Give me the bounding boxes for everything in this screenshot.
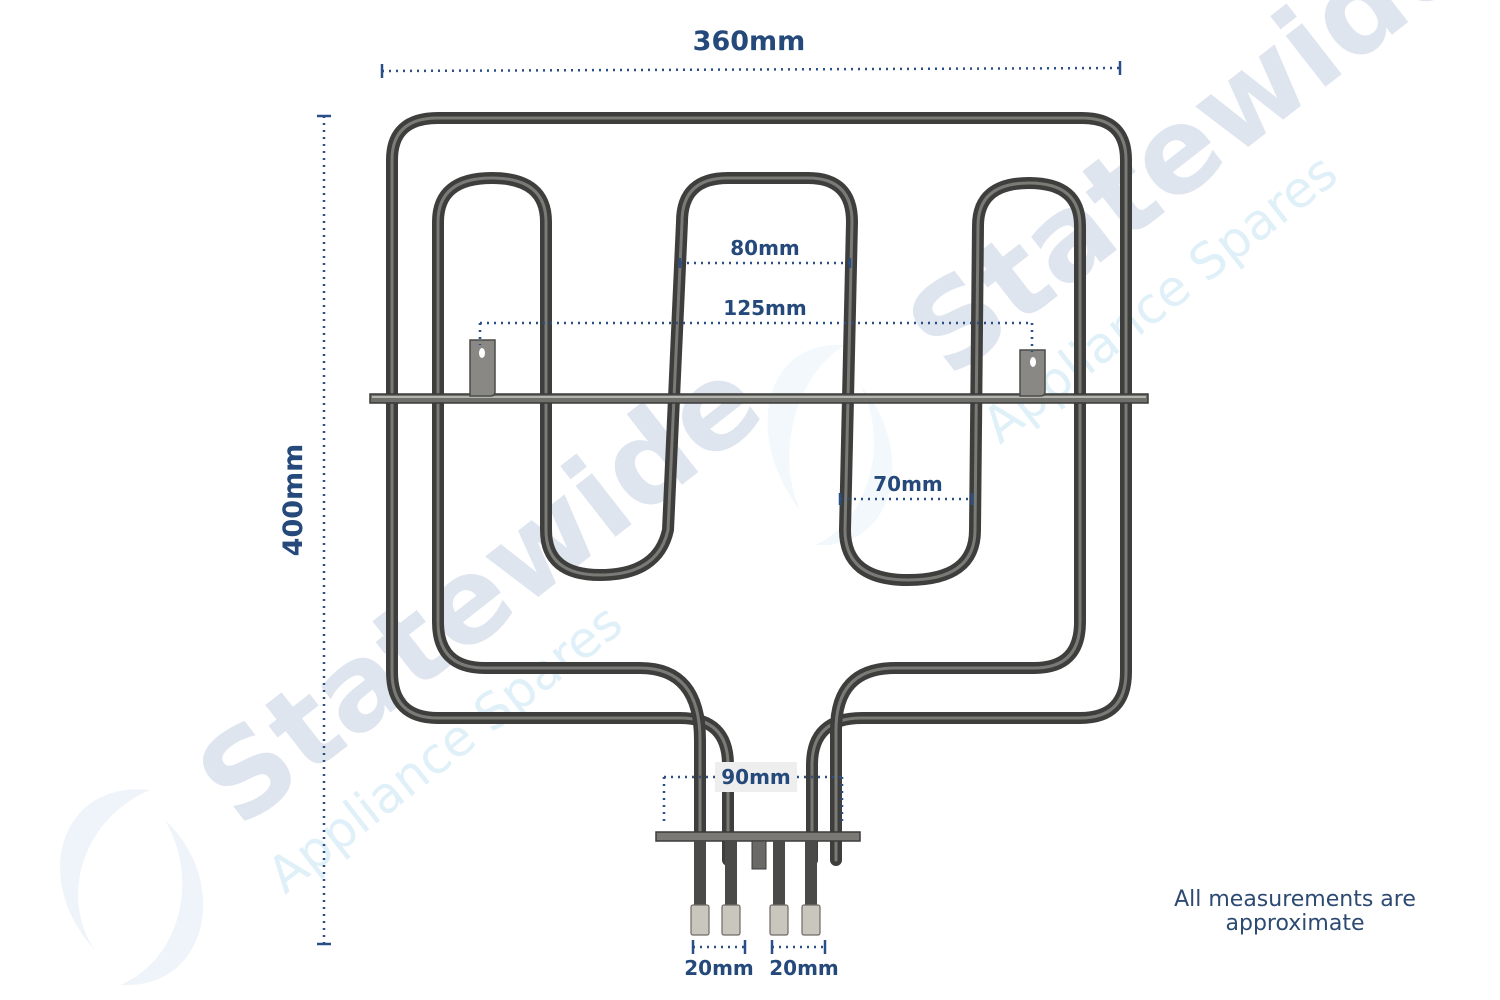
dimension-line-height — [317, 114, 331, 946]
label-width: 360mm — [693, 26, 806, 57]
terminal-2 — [721, 841, 741, 936]
terminal-plate — [655, 831, 861, 870]
note-line-2: approximate — [1225, 911, 1365, 936]
dimension-line-outer-loop — [838, 493, 974, 505]
mounting-bracket-left — [469, 339, 496, 397]
terminal-connectors — [690, 841, 821, 936]
label-outer-loop: 70mm — [873, 472, 943, 496]
terminal-3 — [769, 841, 789, 936]
label-terminal-span: 90mm — [721, 765, 791, 789]
cross-brace — [369, 393, 1149, 404]
mounting-bracket-right — [1019, 349, 1046, 397]
element-inner-tube — [432, 172, 1086, 866]
terminal-1 — [690, 841, 710, 936]
element-outer-tube — [386, 112, 1132, 866]
label-pitch-right: 20mm — [769, 956, 839, 980]
dimension-line-pitch-left — [691, 940, 747, 954]
label-inner-loop: 80mm — [730, 236, 800, 260]
label-bracket-span: 125mm — [723, 296, 806, 320]
dimension-line-pitch-right — [770, 940, 827, 954]
label-height: 400mm — [278, 444, 309, 557]
terminal-4 — [801, 841, 821, 936]
dimension-line-terminal-span — [662, 775, 844, 822]
dimension-line-bracket-span — [478, 321, 1034, 352]
approximate-measurements-note: All measurements are approximate — [1150, 888, 1440, 936]
dimension-line-width — [380, 61, 1122, 78]
dimension-lines — [317, 61, 1122, 954]
label-pitch-left: 20mm — [684, 956, 754, 980]
label-bg-terminal-span — [715, 762, 797, 792]
note-line-1: All measurements are — [1174, 887, 1416, 912]
watermark-swirl-icon — [60, 344, 893, 986]
dimension-line-inner-loop — [678, 258, 852, 268]
